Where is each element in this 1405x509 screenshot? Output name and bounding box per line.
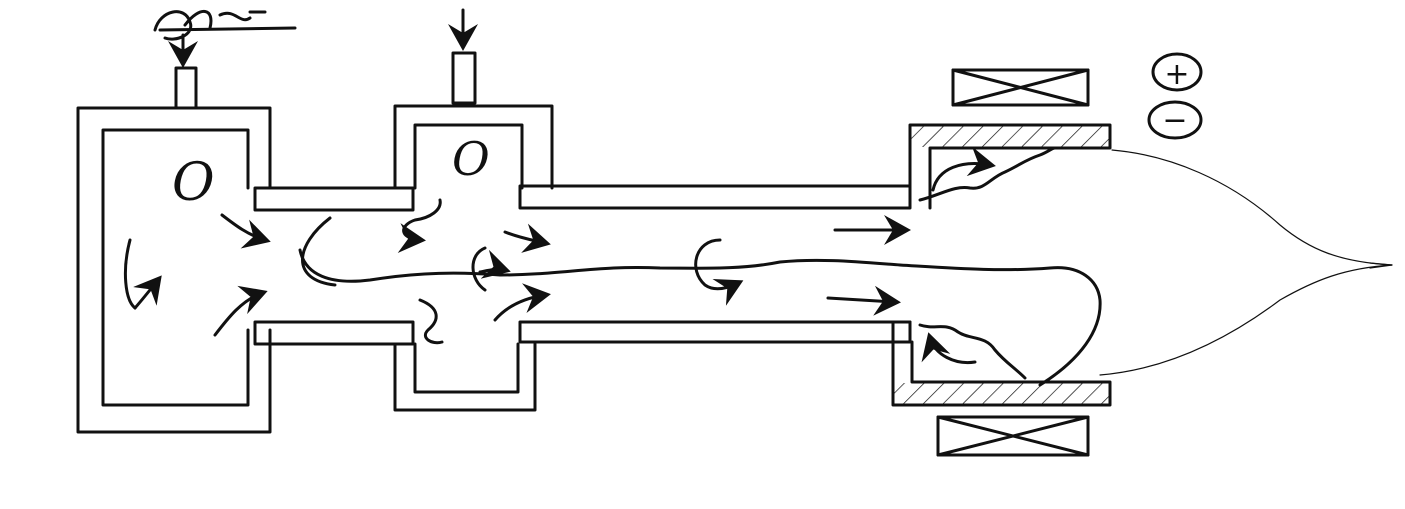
arc-column [298, 146, 1102, 387]
nozzle-exit [891, 123, 1112, 407]
chamber-2-label: O [452, 132, 490, 186]
magnet-coil-top [951, 68, 1090, 107]
magnet-coil-bottom [936, 415, 1090, 457]
polarity-negative: − [1147, 100, 1203, 140]
chamber-1-label: O [172, 153, 215, 213]
channel [518, 184, 912, 344]
flow-arrows [213, 146, 996, 365]
polarity-negative-label: − [1162, 103, 1187, 138]
chamber-1: O [76, 106, 272, 434]
handwritten-note [153, 10, 297, 41]
polarity-positive-label: + [1164, 57, 1189, 92]
chamber-2: O [393, 104, 554, 412]
plasma-plume [1099, 149, 1393, 376]
neck-liner [253, 186, 415, 346]
inlet-1 [168, 33, 198, 110]
polarity-positive: + [1151, 52, 1203, 92]
inlet-2 [448, 8, 478, 105]
